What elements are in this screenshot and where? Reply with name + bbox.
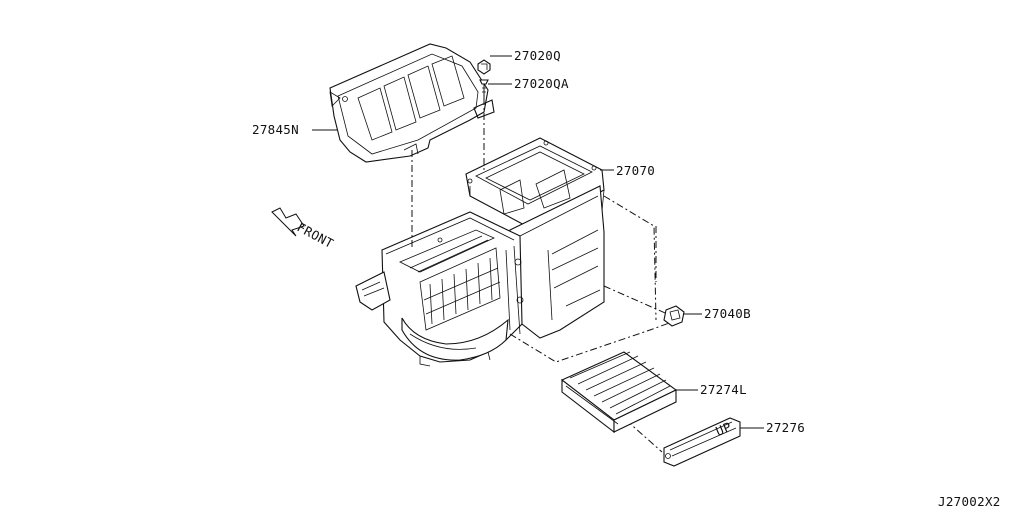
duct-27845n xyxy=(329,43,489,163)
drawing-code: J27002X2 xyxy=(938,494,1001,509)
callout-27040b: 27040B xyxy=(704,306,751,321)
callout-27845n: 27845N xyxy=(252,122,299,137)
callout-27274l: 27274L xyxy=(700,382,747,397)
front-arrow-icon xyxy=(271,207,305,237)
callout-27020qa: 27020QA xyxy=(514,76,569,91)
front-label: FRONT xyxy=(295,219,337,251)
cover-up-marking: UP xyxy=(713,419,733,439)
filter-cover-27276: UP xyxy=(663,417,741,467)
clip-27020q xyxy=(477,59,491,75)
screw-27020qa xyxy=(479,79,489,98)
leader-lines xyxy=(312,55,764,429)
front-direction-indicator: FRONT xyxy=(271,207,337,251)
callout-27276: 27276 xyxy=(766,420,805,435)
mount-bracket xyxy=(473,99,495,119)
heater-unit-assembly xyxy=(355,185,605,367)
callout-27020q: 27020Q xyxy=(514,48,561,63)
assembly-guide-lines xyxy=(411,98,673,453)
bolt-27040b xyxy=(663,305,685,327)
cabin-air-filter-27274l xyxy=(560,351,678,434)
callout-27070: 27070 xyxy=(616,163,655,178)
